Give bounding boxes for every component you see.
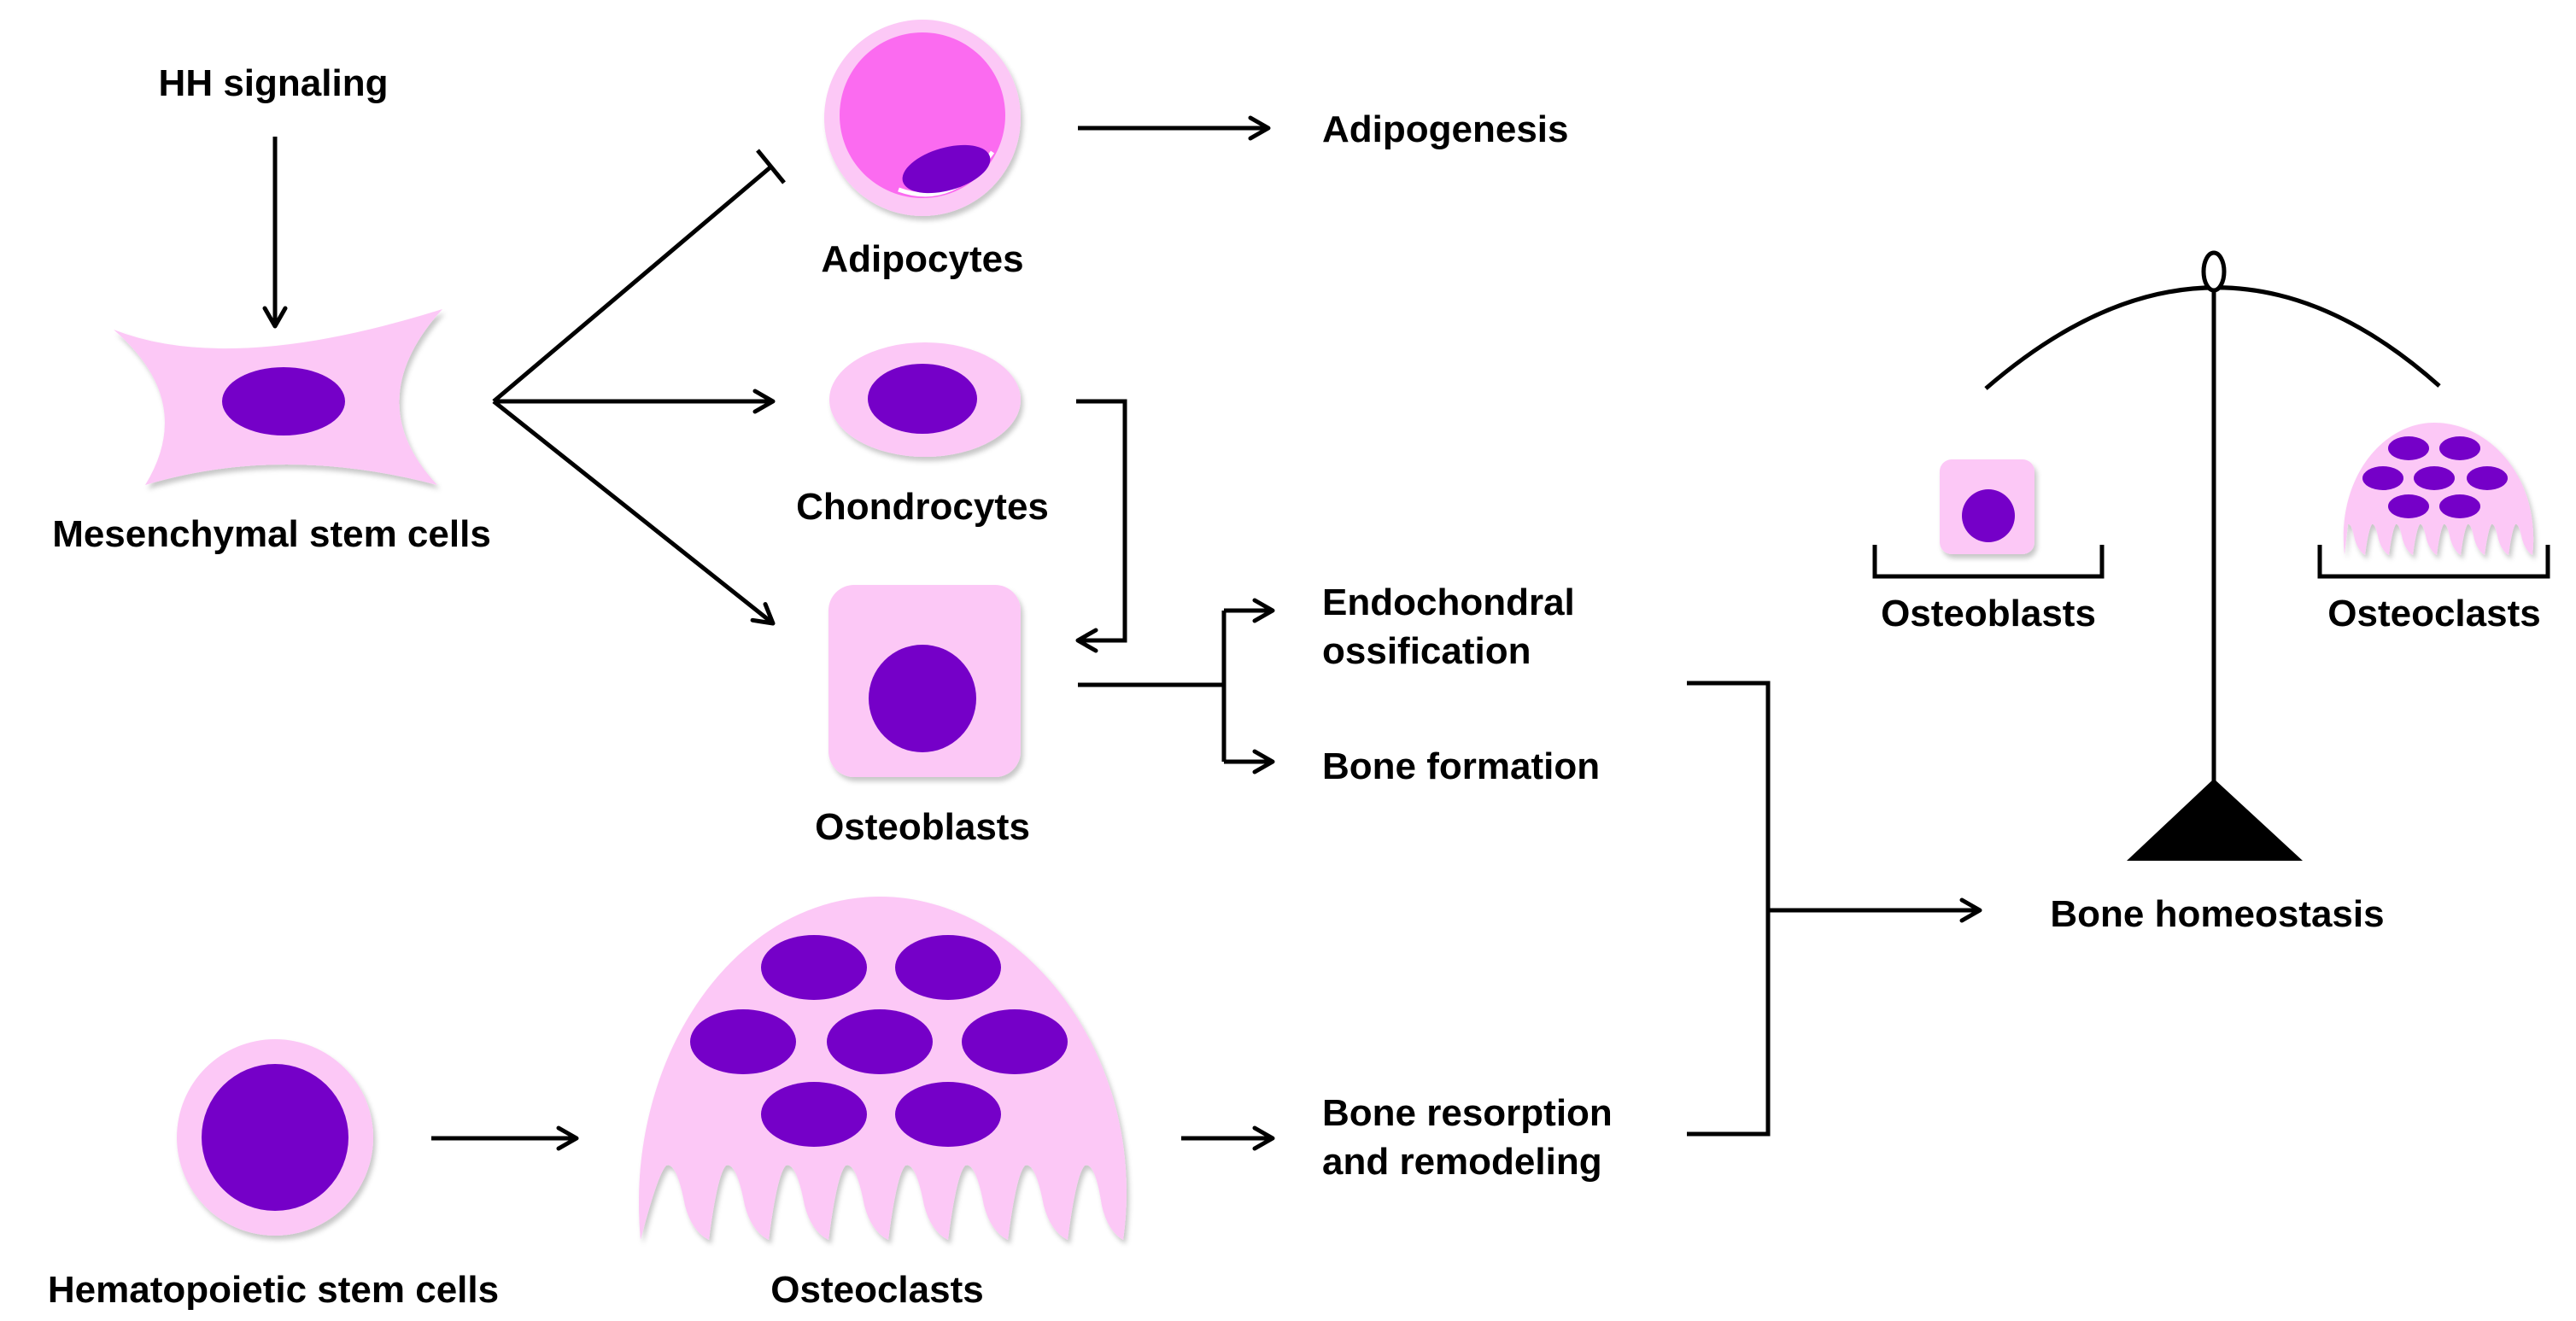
scale-ring (2201, 250, 2227, 293)
resorption-label-line1: Bone resorption (1322, 1092, 1613, 1134)
osteoblast-cell (828, 585, 1021, 777)
hh-signaling-label: HH signaling (159, 62, 389, 104)
mini-osteoclast-cell (2343, 423, 2534, 555)
endochondral-label-line1: Endochondral (1322, 582, 1575, 623)
osteoclast-nucleus (690, 1009, 796, 1074)
adipocytes-label: Adipocytes (821, 238, 1023, 280)
chondrocyte-cell (829, 342, 1021, 457)
scale-left-pan (1872, 545, 2105, 579)
msc-label: Mesenchymal stem cells (52, 513, 491, 555)
adipogenesis-label: Adipogenesis (1322, 108, 1569, 150)
osteoclast-nucleus (761, 1082, 867, 1147)
scale-base (2127, 779, 2303, 861)
adipocyte-nucleus (902, 144, 991, 194)
adipocyte-cell (824, 20, 1021, 216)
osteoclasts-label: Osteoclasts (770, 1269, 983, 1311)
osteoblasts-label: Osteoblasts (815, 806, 1030, 848)
endochondral-label-line2: ossification (1322, 630, 1531, 672)
osteoclast-nucleus (962, 1009, 1068, 1074)
osteoclast-nucleus (895, 1082, 1001, 1147)
inhibition-bar (756, 149, 786, 184)
balance-osteoblasts-label: Osteoblasts (1881, 593, 2096, 634)
mesenchymal-stem-cell (114, 309, 442, 485)
mini-osteoblast-cell (1940, 459, 2034, 554)
bone-formation-label: Bone formation (1322, 745, 1600, 787)
hsc-label: Hematopoietic stem cells (48, 1269, 499, 1311)
osteoclast-cell (638, 897, 1127, 1240)
msc-nucleus (222, 367, 345, 435)
osteoclast-nucleus (895, 935, 1001, 1000)
osteoblast-nucleus (869, 645, 976, 752)
osteoclast-nucleus (761, 935, 867, 1000)
chondrocytes-label: Chondrocytes (796, 486, 1049, 528)
scale-right-pan (2317, 545, 2550, 579)
balance-osteoclasts-label: Osteoclasts (2327, 593, 2540, 634)
msc-to-adipocyte-inhibition (492, 165, 773, 403)
resorption-label-line2: and remodeling (1322, 1141, 1602, 1183)
hsc-nucleus (202, 1064, 348, 1211)
balance-scale (1872, 250, 2550, 861)
chondrocyte-nucleus (868, 364, 977, 434)
hematopoietic-stem-cell (177, 1039, 373, 1236)
homeostasis-label: Bone homeostasis (2050, 893, 2384, 935)
msc-to-osteoblast-arrow (492, 400, 776, 626)
chondrocyte-to-osteoblast-arrow (1075, 399, 1127, 653)
osteoclast-nucleus (827, 1009, 933, 1074)
merge-bracket (1687, 681, 1771, 1137)
